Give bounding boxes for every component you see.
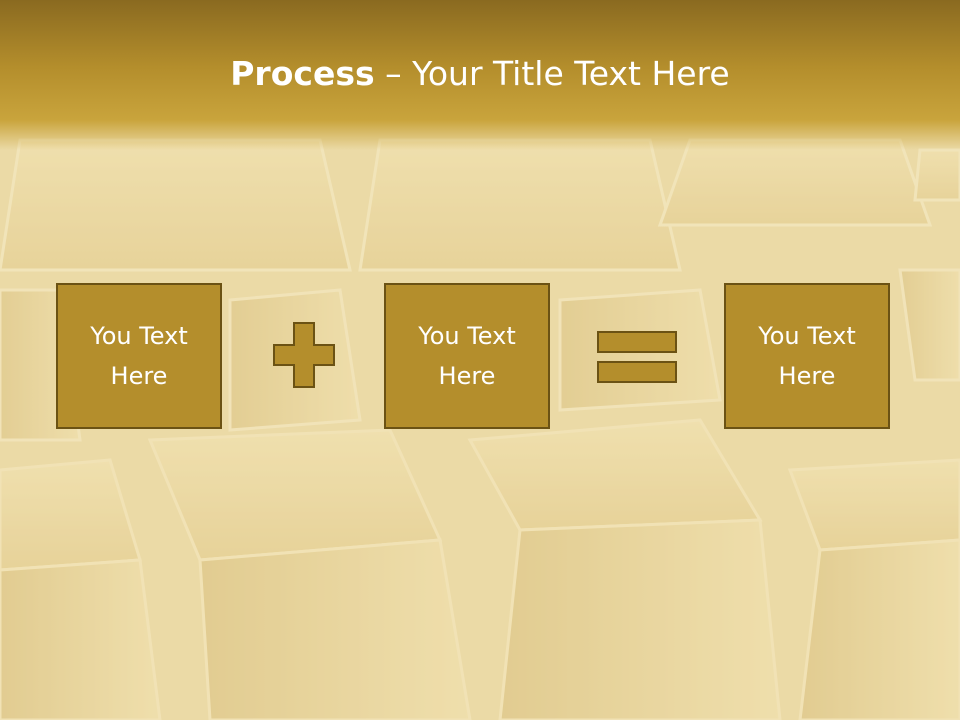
equals-icon	[597, 331, 677, 383]
process-box-3-text: You Text Here	[758, 322, 856, 390]
process-box-1: You Text Here	[56, 283, 222, 429]
process-box-3: You Text Here	[724, 283, 890, 429]
title-rest-text: – Your Title Text Here	[374, 54, 730, 93]
title-band	[0, 0, 960, 150]
process-box-2-text: You Text Here	[418, 322, 516, 390]
slide-title: Process – Your Title Text Here	[0, 52, 960, 96]
title-bold-text: Process	[230, 54, 375, 93]
plus-icon	[273, 322, 335, 388]
process-box-2: You Text Here	[384, 283, 550, 429]
process-box-1-text: You Text Here	[90, 322, 188, 390]
